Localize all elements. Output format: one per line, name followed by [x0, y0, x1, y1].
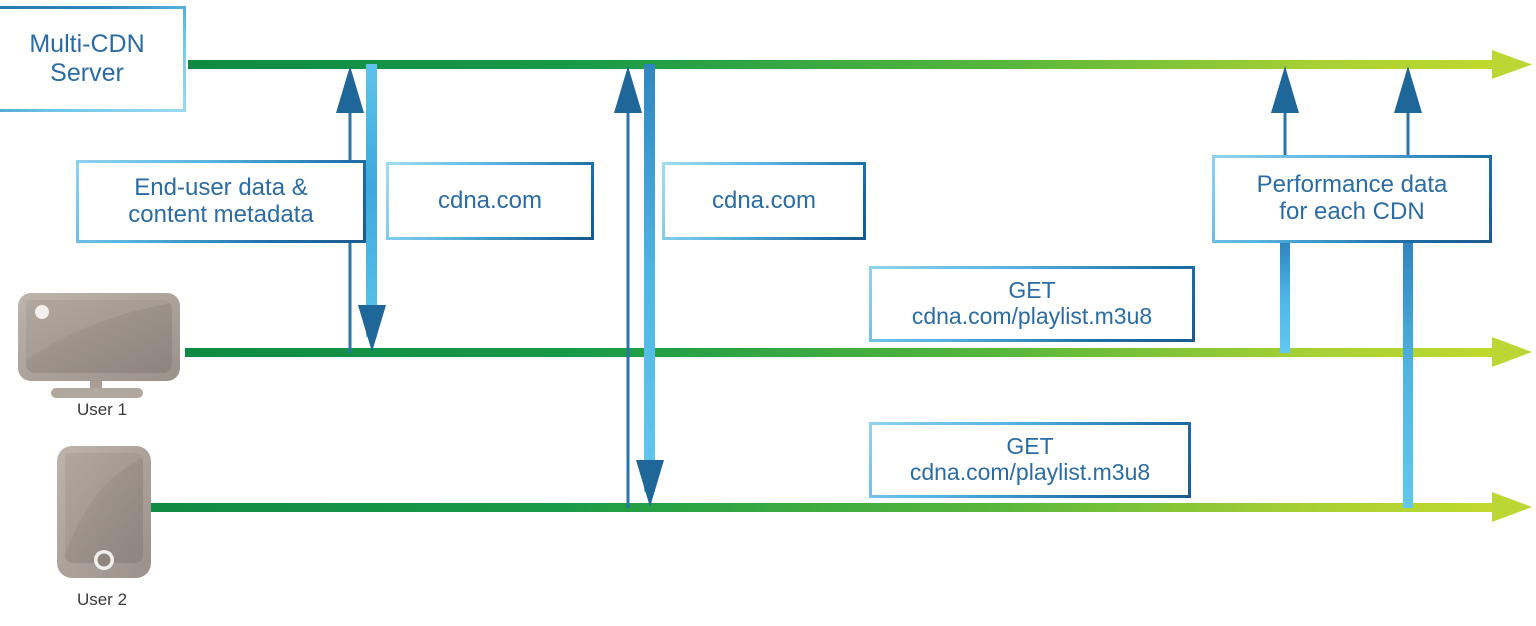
message-arrow-performance-user2: [1394, 66, 1422, 508]
lane-server: [188, 50, 1532, 79]
message-box-cdna-1-label: cdna.com: [437, 186, 543, 214]
lane-user2: [150, 492, 1532, 522]
actor-box-multi-cdn-server[interactable]: Multi-CDN Server: [0, 6, 186, 112]
message-box-end-user-data[interactable]: End-user data & content metadata: [76, 160, 366, 243]
message-box-cdna-2-label: cdna.com: [711, 186, 817, 214]
message-box-get-playlist-user2-label: GET cdna.com/playlist.m3u8: [909, 433, 1151, 485]
message-box-get-playlist-user1-label: GET cdna.com/playlist.m3u8: [911, 277, 1153, 329]
smartphone-icon: [57, 446, 151, 578]
message-bar-cdna-1: [358, 64, 386, 352]
message-box-cdna-1[interactable]: cdna.com: [386, 162, 594, 240]
message-arrow-performance-user1: [1271, 66, 1299, 353]
actor-label-user2-text: User 2: [76, 590, 128, 609]
message-box-cdna-2[interactable]: cdna.com: [662, 162, 866, 240]
message-box-end-user-data-label: End-user data & content metadata: [128, 173, 314, 228]
actor-label-user1-text: User 1: [76, 400, 128, 419]
message-arrow-cdna-request-2: [614, 66, 642, 508]
actor-label-user1: User 1: [22, 400, 182, 420]
desktop-monitor-icon: [18, 293, 180, 398]
message-box-get-playlist-user2[interactable]: GET cdna.com/playlist.m3u8: [869, 422, 1191, 498]
server-box-label: Multi-CDN Server: [29, 29, 145, 88]
message-box-performance-data-label: Performance data for each CDN: [1256, 171, 1448, 225]
lane-user1: [185, 337, 1532, 367]
message-box-get-playlist-user1[interactable]: GET cdna.com/playlist.m3u8: [869, 266, 1195, 342]
message-box-performance-data[interactable]: Performance data for each CDN: [1212, 155, 1492, 243]
message-bar-cdna-2: [636, 64, 664, 507]
actor-label-user2: User 2: [22, 590, 182, 610]
